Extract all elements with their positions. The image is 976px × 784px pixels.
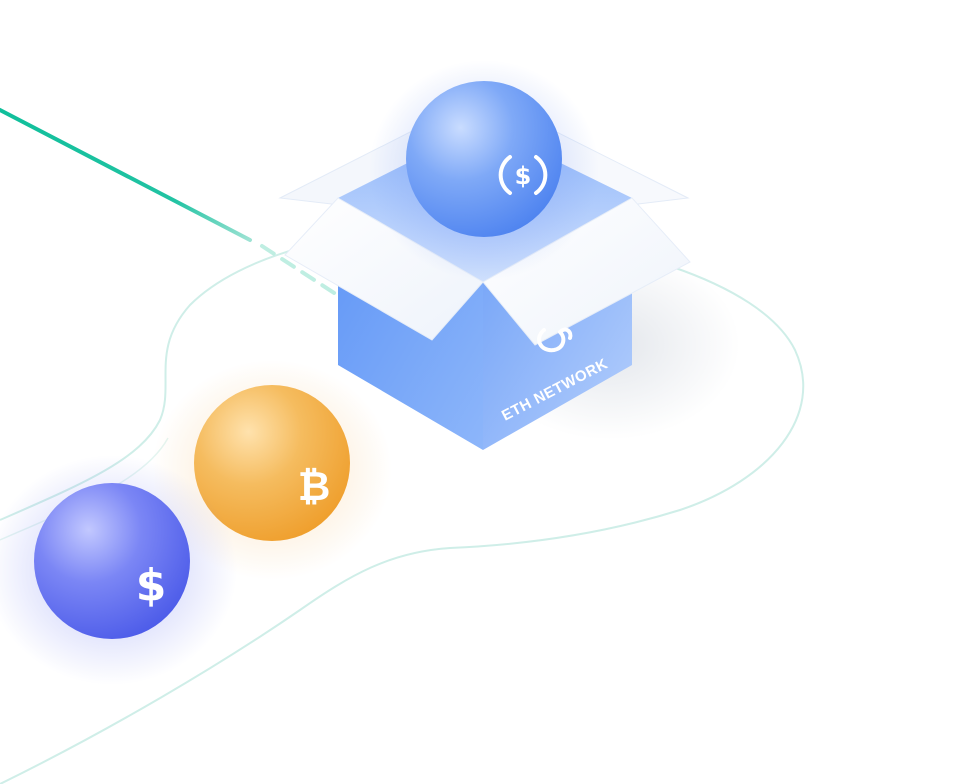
dollar-coin	[34, 483, 190, 639]
bitcoin-icon: ₿	[298, 464, 331, 510]
ethereum-swirl-icon	[537, 327, 573, 353]
usdc-icon	[498, 155, 548, 195]
path-line	[0, 108, 252, 242]
usdc-glyph: $	[515, 162, 532, 190]
track-outline	[0, 228, 805, 784]
bitcoin-coin	[194, 385, 350, 541]
path-line-dashed	[260, 244, 347, 302]
dollar-icon: $	[136, 560, 167, 611]
usdc-coin	[406, 81, 562, 237]
